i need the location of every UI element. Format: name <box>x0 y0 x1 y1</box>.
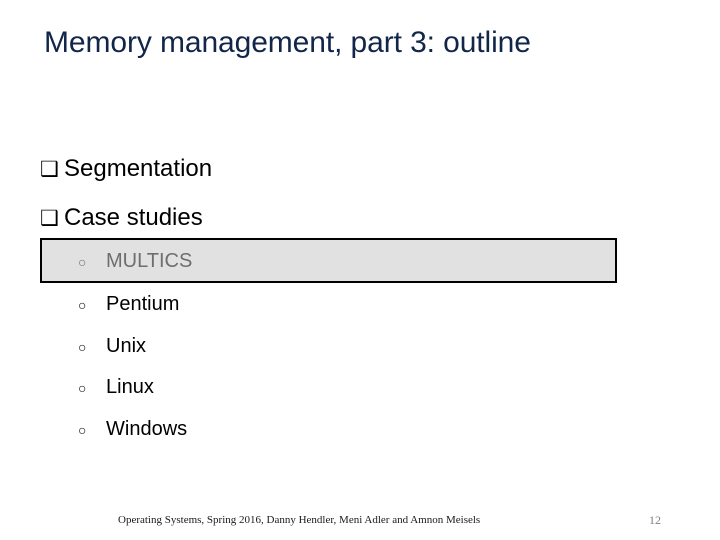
outline-item-windows[interactable]: ○ Windows <box>78 416 187 443</box>
multics-highlight-box <box>40 238 617 283</box>
hollow-circle-bullet-icon: ○ <box>78 380 87 396</box>
outline-item-case-studies[interactable]: ❑ Case studies <box>40 203 203 234</box>
hollow-circle-bullet-icon: ○ <box>78 422 87 438</box>
outline-item-label: Windows <box>106 418 188 440</box>
outline-item-label: Pentium <box>106 293 180 315</box>
outline-item-label: Segmentation <box>64 155 213 182</box>
shadowed-square-bullet-icon: ❑ <box>40 207 59 230</box>
outline-item-multics[interactable]: ○ MULTICS <box>78 248 192 275</box>
hollow-circle-bullet-icon: ○ <box>78 254 87 270</box>
outline-item-label: Linux <box>106 376 154 398</box>
outline-item-label: Unix <box>106 335 147 357</box>
outline-item-linux[interactable]: ○ Linux <box>78 374 154 401</box>
shadowed-square-bullet-icon: ❑ <box>40 158 59 181</box>
page-title: Memory management, part 3: outline <box>44 26 531 59</box>
hollow-circle-bullet-icon: ○ <box>78 339 87 355</box>
outline-item-label: MULTICS <box>106 250 193 272</box>
footer-attribution: Operating Systems, Spring 2016, Danny He… <box>118 514 481 526</box>
outline-item-label: Case studies <box>64 204 203 231</box>
outline-item-unix[interactable]: ○ Unix <box>78 333 146 360</box>
hollow-circle-bullet-icon: ○ <box>78 297 87 313</box>
outline-item-segmentation[interactable]: ❑ Segmentation <box>40 154 212 185</box>
page-number: 12 <box>649 513 661 527</box>
outline-item-pentium[interactable]: ○ Pentium <box>78 291 179 318</box>
